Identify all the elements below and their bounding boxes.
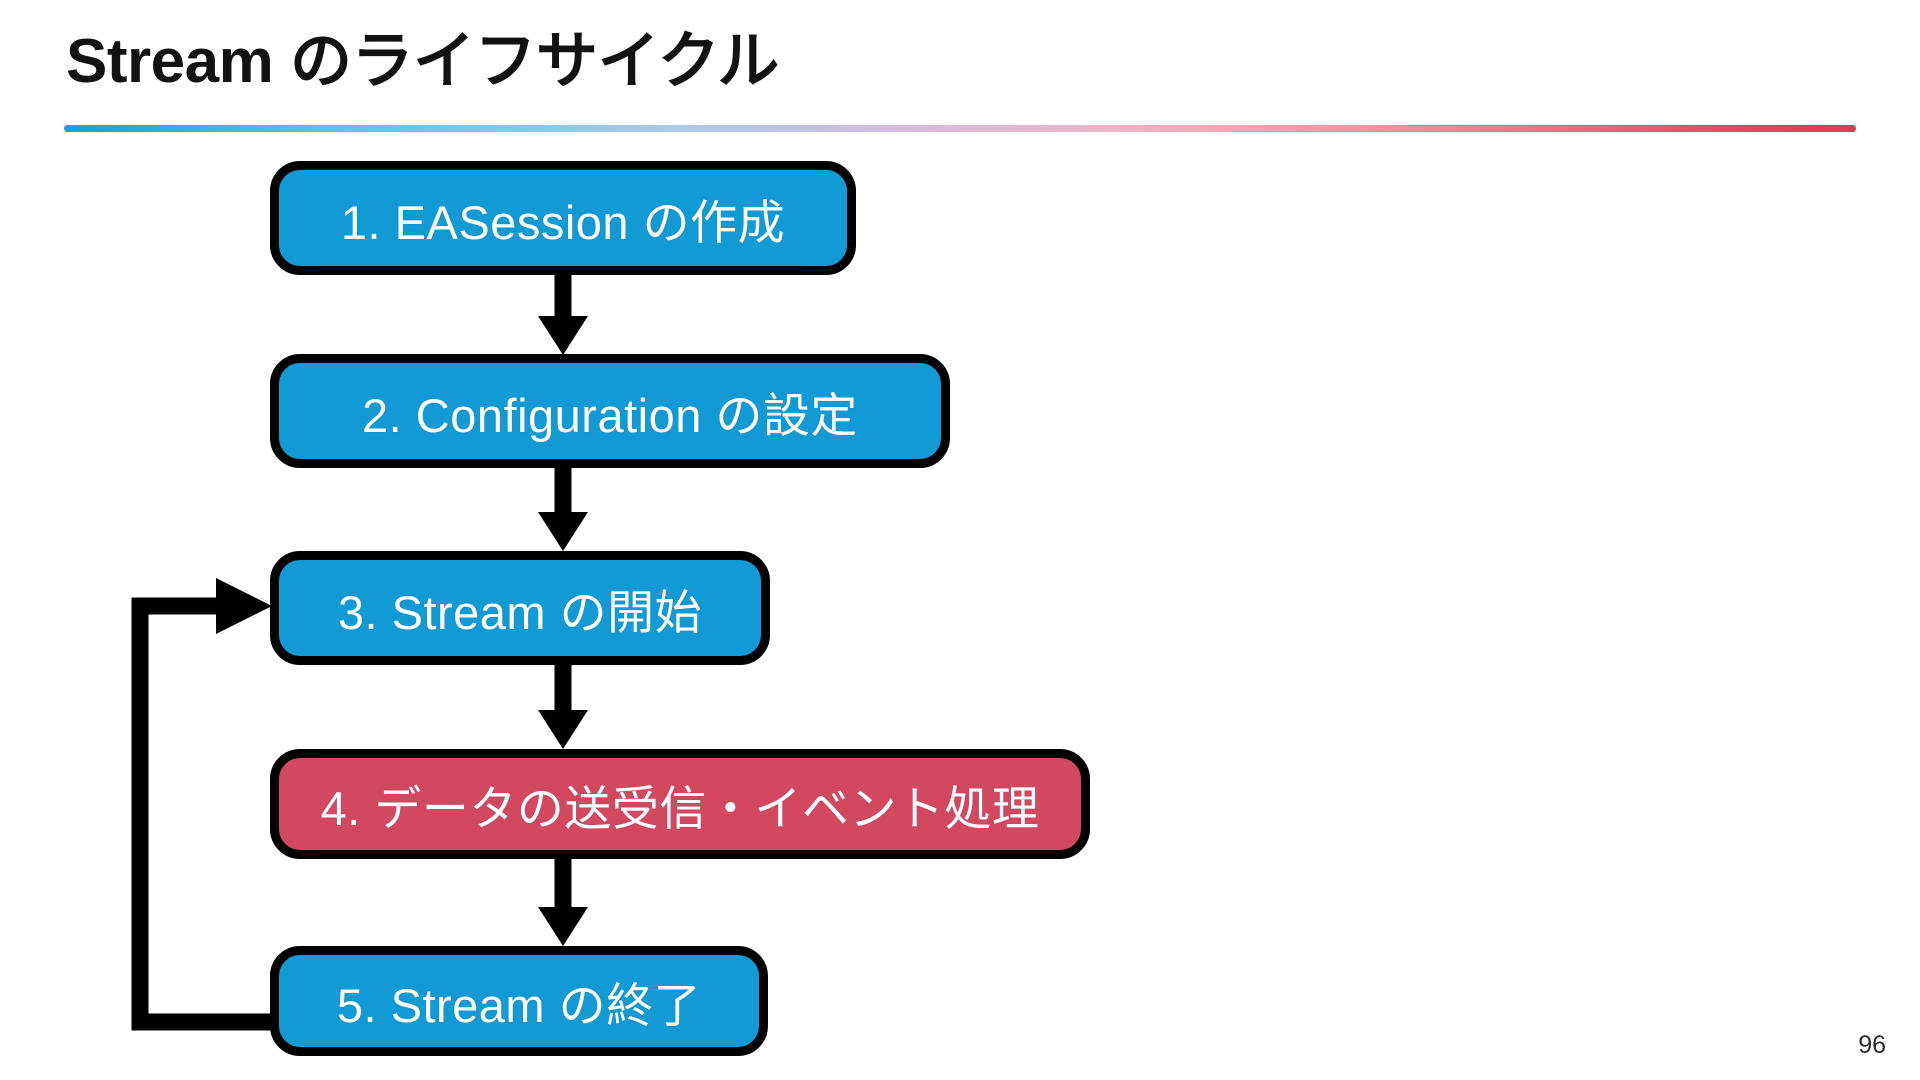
flow-node-5[interactable]: 5. Stream の終了 (270, 946, 768, 1056)
edge-4-to-5 (538, 859, 588, 946)
edge-5-to-3-loop (131, 578, 272, 1031)
edge-2-to-3 (538, 468, 588, 551)
flow-node-1[interactable]: 1. EASession の作成 (270, 161, 856, 275)
edge-1-to-2 (538, 275, 588, 355)
edge-3-to-4 (538, 665, 588, 749)
title-underline-rule (64, 125, 1856, 132)
flow-node-4[interactable]: 4. データの送受信・イベント処理 (270, 749, 1090, 859)
flow-node-3[interactable]: 3. Stream の開始 (270, 551, 770, 665)
flow-node-2[interactable]: 2. Configuration の設定 (270, 354, 950, 468)
page-title: Stream のライフサイクル (66, 27, 779, 96)
page-number: 96 (1858, 1031, 1886, 1059)
